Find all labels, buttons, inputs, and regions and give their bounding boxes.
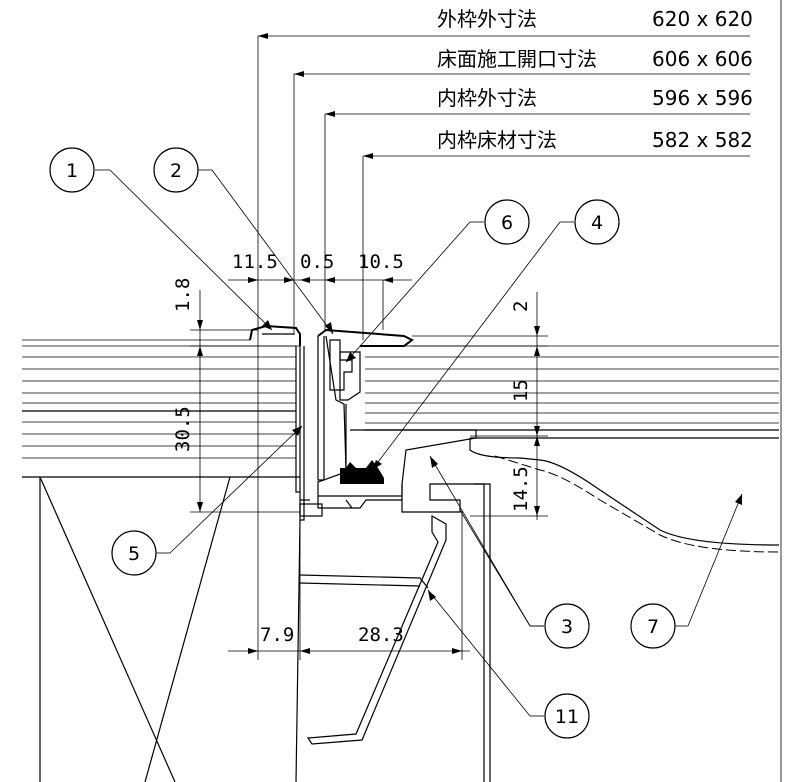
table-row-2-label: 床面施工開口寸法 [437,47,597,71]
table-row-4-value: 582 x 582 [652,128,753,152]
callout-2-label: 2 [170,160,182,182]
dim-10-5: 10.5 [358,251,404,273]
callout-bubble-11 [544,693,590,739]
right-dimension-column: 2 15 14.5 [412,292,548,520]
lower-bracket [295,514,447,782]
table-row-3-value: 596 x 596 [652,86,753,110]
callout-bubble-5 [111,530,157,576]
gasket-profile [317,328,414,481]
left-dimension-column: 1.8 30.5 [172,278,300,513]
callout-4-label: 4 [591,212,603,234]
callout-leaders [95,169,743,717]
table-row-3-label: 内枠外寸法 [437,86,537,110]
callout-bubble-3 [544,603,590,649]
top-dimension-row: 11.5 0.5 10.5 [228,251,412,283]
left-floor-layers [22,339,300,478]
callout-1-label: 1 [66,160,78,182]
dim-1-8: 1.8 [172,278,194,312]
callout-11-label: 11 [555,706,579,728]
dim-30-5: 30.5 [172,406,194,452]
callout-bubble-2 [153,147,199,193]
callout-bubble-1 [49,147,95,193]
callout-bubbles: 1 2 6 4 5 3 7 11 [49,147,676,739]
callout-5-label: 5 [128,543,140,565]
dim-2: 2 [510,301,532,312]
table-row-1-value: 620 x 620 [652,7,753,31]
right-floor-layers [365,345,779,439]
sloped-subfloor [469,438,780,553]
arrow-head [363,153,373,159]
callout-3-label: 3 [561,616,573,638]
outer-frame-profile [249,324,323,521]
dim-28-3: 28.3 [358,624,404,646]
extension-lines [257,36,463,660]
callout-7-label: 7 [647,616,659,638]
table-row-2-value: 606 x 606 [652,47,753,71]
callout-bubble-4 [574,199,620,245]
table-row-1-label: 外枠外寸法 [437,7,537,31]
dim-0-5: 0.5 [300,251,334,273]
table-row-4-label: 内枠床材寸法 [437,128,557,152]
arrow-head [258,33,268,39]
dim-15: 15 [510,379,532,402]
arrow-head [325,111,335,117]
dimension-table: 外枠外寸法 620 x 620 床面施工開口寸法 606 x 606 内枠外寸法… [258,7,753,159]
bottom-dimension-row: 7.9 28.3 [228,624,470,654]
callout-6-label: 6 [501,212,513,234]
dim-14-5: 14.5 [510,466,532,512]
dim-11-5: 11.5 [232,251,278,273]
callout-bubble-6 [484,199,530,245]
callout-bubble-7 [630,603,676,649]
dim-7-9: 7.9 [260,624,294,646]
arrow-head [294,71,304,77]
inner-frame-profile [317,404,491,782]
left-joist [39,476,231,782]
